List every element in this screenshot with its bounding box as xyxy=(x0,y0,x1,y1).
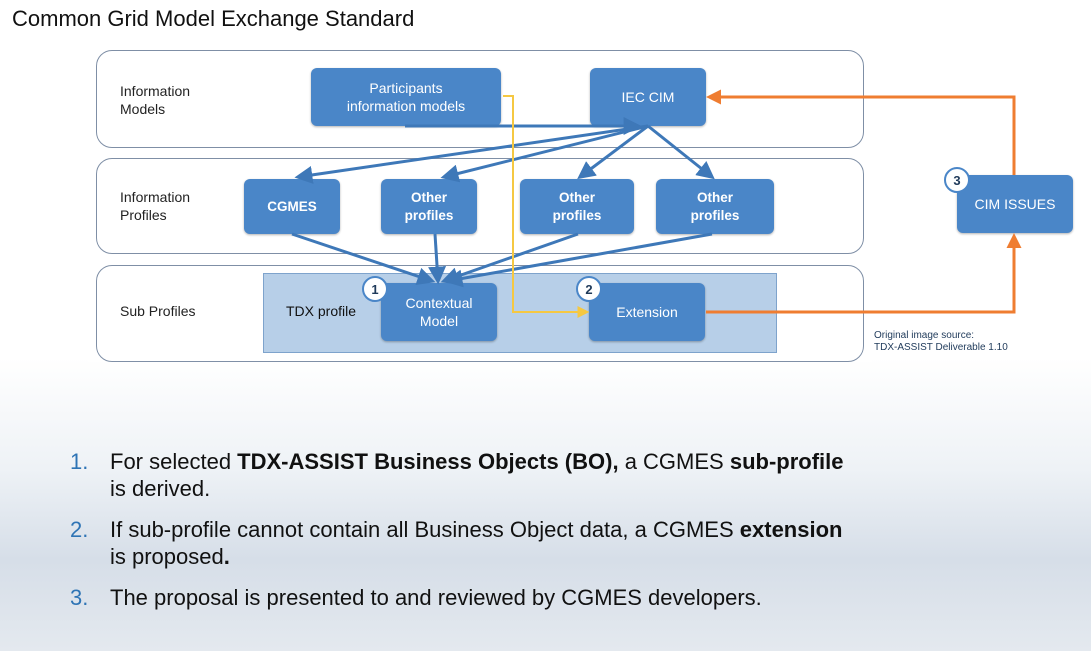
box-label: CGMES xyxy=(267,198,317,214)
list-item: 2. If sub-profile cannot contain all Bus… xyxy=(70,516,1050,570)
box-label-line: Model xyxy=(419,313,459,329)
cgmes-box: CGMES xyxy=(244,179,340,234)
box-label-line: Other xyxy=(558,189,595,205)
row-label-line: Information xyxy=(120,189,191,205)
box-label: IEC CIM xyxy=(621,89,675,105)
list-text: For selected xyxy=(110,449,238,474)
row-label-line: Sub Profiles xyxy=(120,303,196,319)
box-label-line: profiles xyxy=(690,207,740,223)
row-label-line: Information xyxy=(120,83,191,99)
box-label-line: profiles xyxy=(404,207,454,223)
list-number: 1. xyxy=(70,449,89,474)
list-text-bold: sub-profile xyxy=(729,449,844,474)
participants-information-models-box: Participants information models xyxy=(311,68,501,126)
list-text: If sub-profile cannot contain all Busine… xyxy=(110,517,740,542)
other-profiles-box-1: Other profiles xyxy=(381,179,477,234)
row-label-information-profiles: Information Profiles xyxy=(120,188,190,224)
page-title: Common Grid Model Exchange Standard xyxy=(12,6,415,31)
row-label-line: Profiles xyxy=(120,207,167,223)
box-label: Extension xyxy=(616,304,678,320)
box-label-line: Other xyxy=(410,189,447,205)
tdx-profile-label: TDX profile xyxy=(286,303,357,319)
numbered-list: 1. For selected TDX-ASSIST Business Obje… xyxy=(70,448,1050,625)
list-text-bold: TDX-ASSIST Business Objects (BO), xyxy=(237,449,619,474)
box-label-line: Contextual xyxy=(405,295,473,311)
list-text-bold: extension xyxy=(739,517,843,542)
list-number: 2. xyxy=(70,517,89,542)
cim-issues-box: CIM ISSUES xyxy=(957,175,1073,233)
list-text: is derived. xyxy=(110,476,211,501)
source-note-line: TDX-ASSIST Deliverable 1.10 xyxy=(874,342,1008,353)
row-label-line: Models xyxy=(120,101,166,117)
list-item: 1. For selected TDX-ASSIST Business Obje… xyxy=(70,448,1050,502)
iec-cim-box: IEC CIM xyxy=(590,68,706,126)
box-label-line: information models xyxy=(346,98,466,114)
marker-2: 2 xyxy=(576,276,602,302)
extension-box: Extension xyxy=(589,283,705,341)
other-profiles-box-3: Other profiles xyxy=(656,179,774,234)
list-text: is proposed xyxy=(110,544,224,569)
box-label-line: profiles xyxy=(552,207,602,223)
list-text: The proposal is presented to and reviewe… xyxy=(110,585,762,610)
marker-3: 3 xyxy=(944,167,970,193)
list-text: a CGMES xyxy=(618,449,730,474)
source-note-line: Original image source: xyxy=(874,330,975,341)
marker-1: 1 xyxy=(362,276,388,302)
row-label-information-models: Information Models xyxy=(120,82,190,118)
box-label-line: Participants xyxy=(369,80,443,96)
source-note: Original image source: TDX-ASSIST Delive… xyxy=(874,330,1008,354)
box-label: CIM ISSUES xyxy=(974,196,1056,212)
other-profiles-box-2: Other profiles xyxy=(520,179,634,234)
list-number: 3. xyxy=(70,585,89,610)
row-label-sub-profiles: Sub Profiles xyxy=(120,302,195,320)
list-text-bold: . xyxy=(223,544,230,569)
list-item: 3. The proposal is presented to and revi… xyxy=(70,584,1050,611)
box-label-line: Other xyxy=(696,189,733,205)
